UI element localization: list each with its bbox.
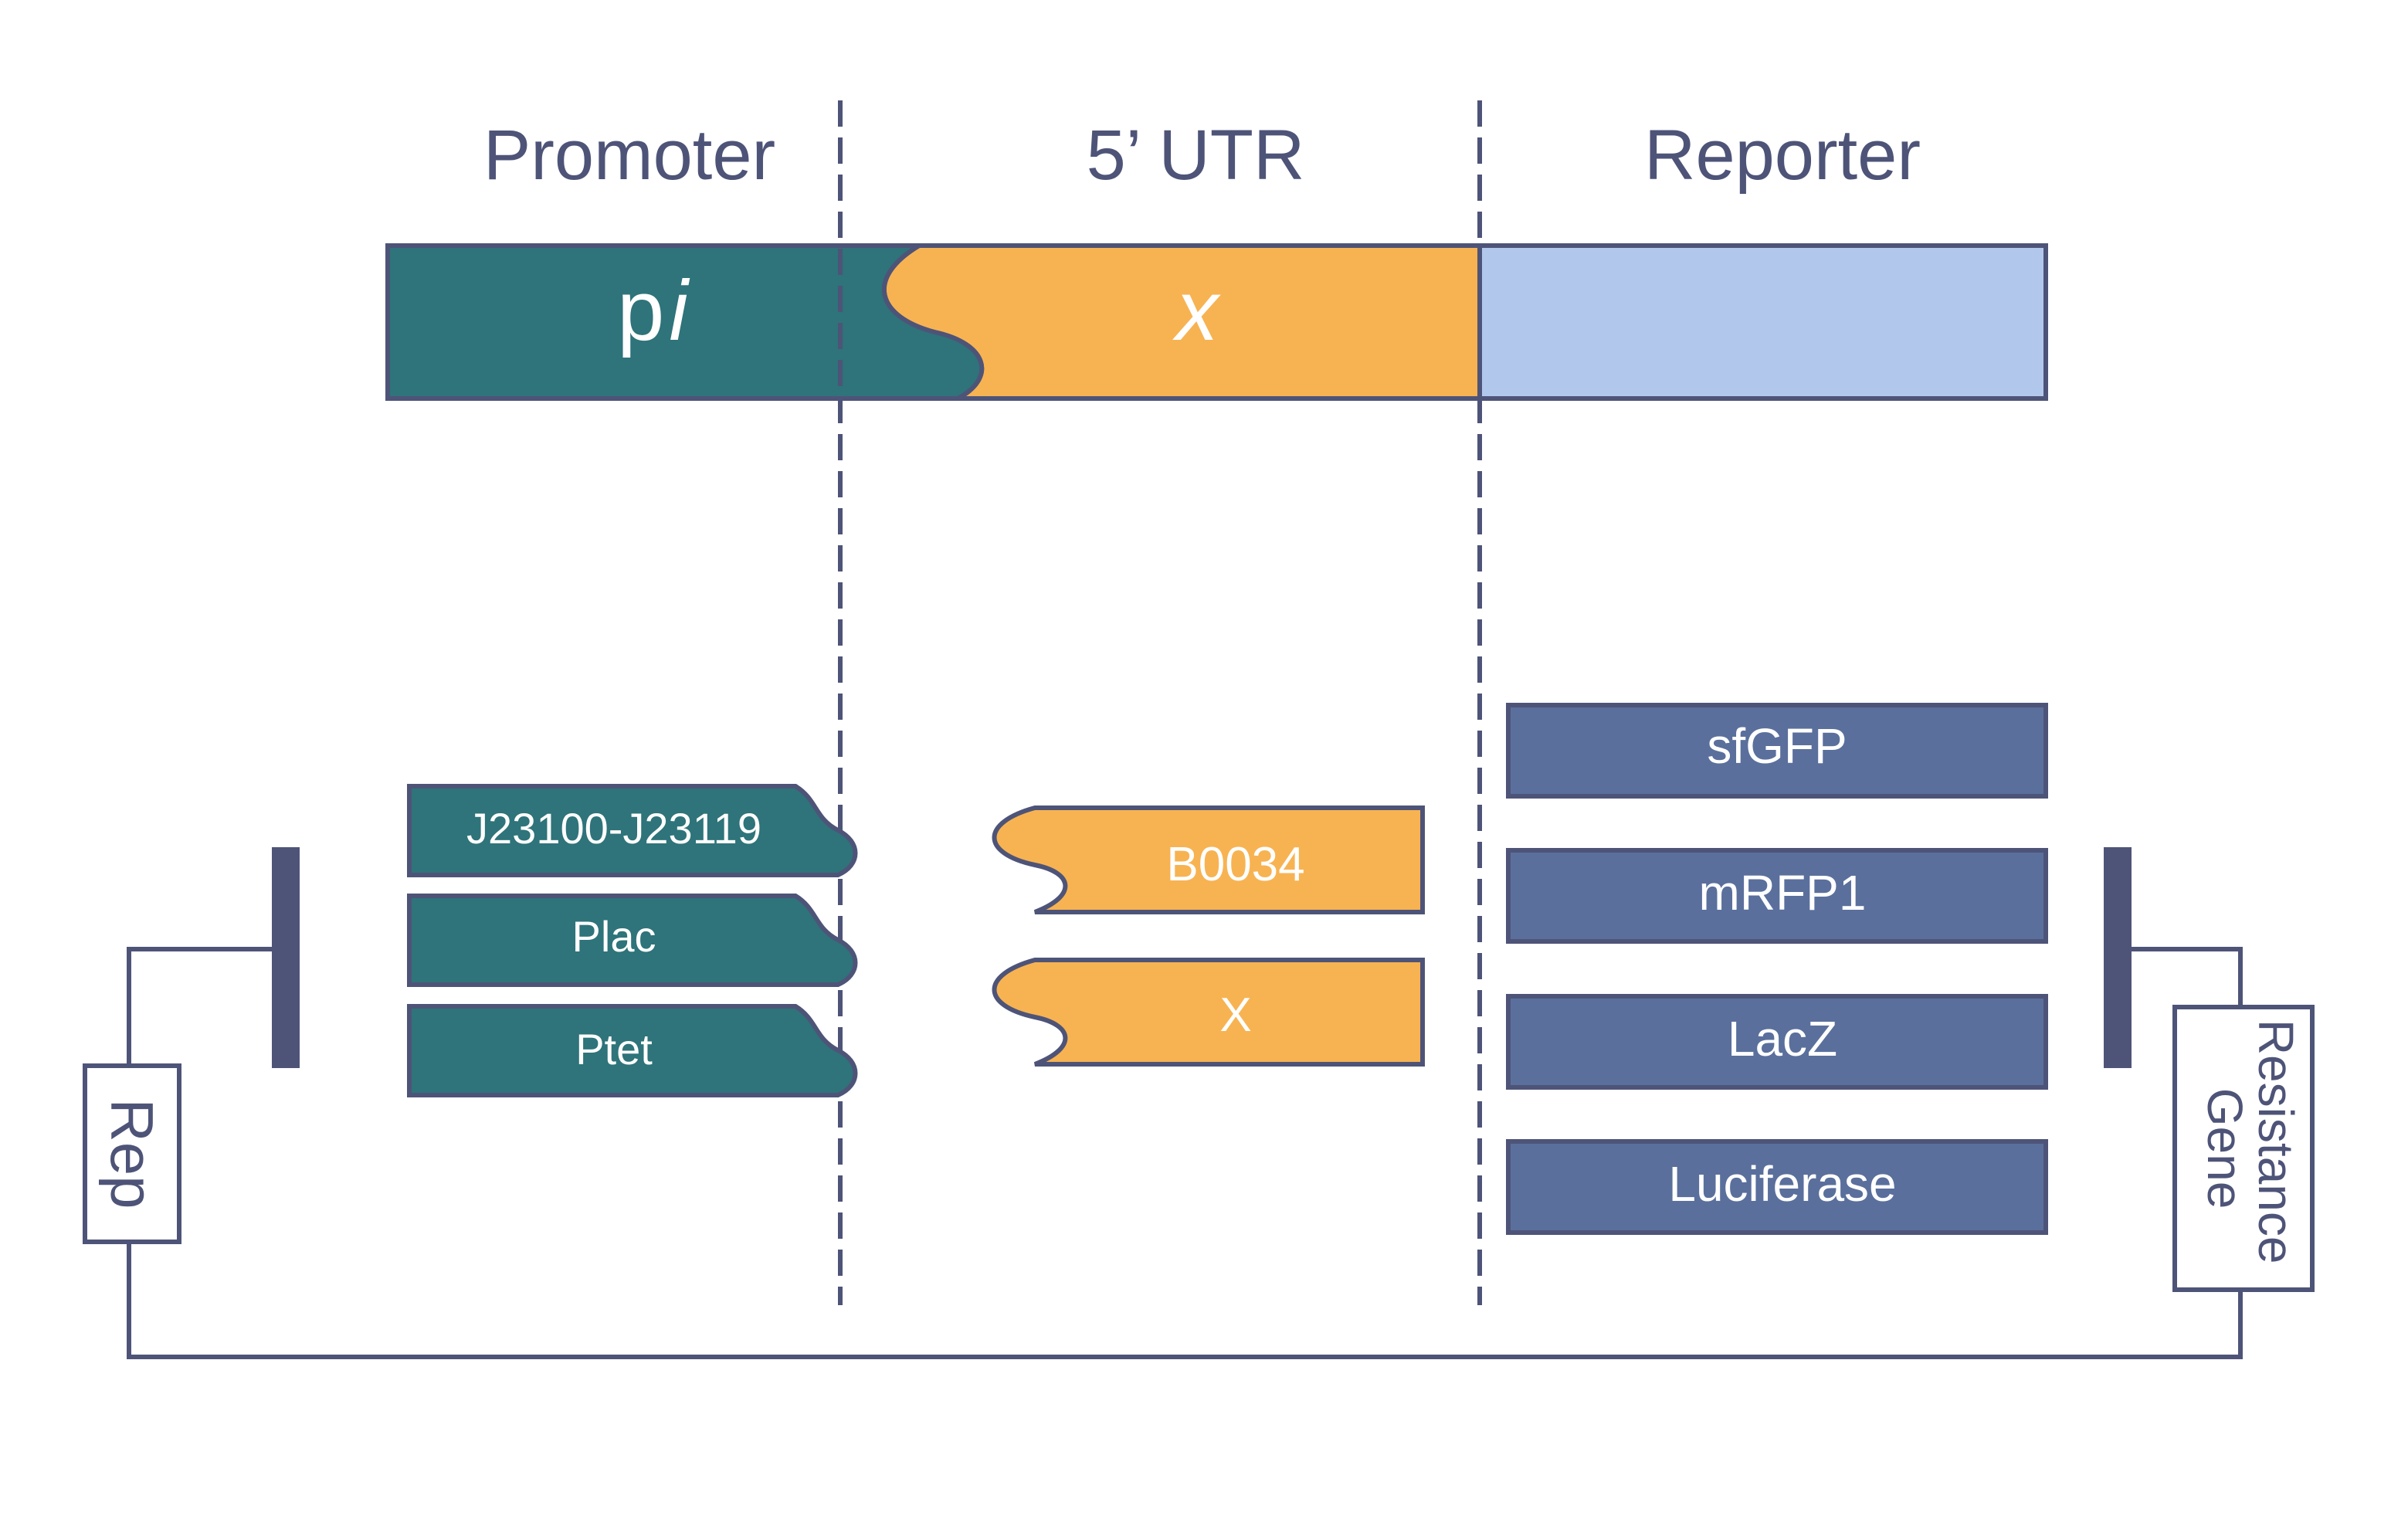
reporter-part-label: mRFP1 bbox=[1699, 865, 1867, 921]
construct-reporter-segment bbox=[1477, 243, 2048, 401]
header-promoter: Promoter bbox=[483, 116, 775, 195]
backbone-wire bbox=[127, 1242, 2243, 1359]
utr-part-label: X bbox=[1219, 989, 1251, 1042]
promoter-part-label: J23100-J23119 bbox=[466, 804, 761, 853]
construct-bar: pi x bbox=[385, 243, 2048, 401]
construct-promoter-label: pi bbox=[617, 263, 690, 358]
resistance-gene-label: Resistance Gene bbox=[2197, 1019, 2304, 1277]
utr-part: B0034 bbox=[992, 805, 1425, 914]
reporter-part-shape bbox=[1506, 1139, 2048, 1235]
promoter-part-shape bbox=[407, 894, 858, 987]
promoter-part-shape bbox=[407, 784, 858, 877]
reporter-part-shape bbox=[1506, 703, 2048, 799]
right-terminator-bar bbox=[2104, 847, 2132, 1068]
reporter-part-shape bbox=[1506, 994, 2048, 1090]
construct-promoter-segment bbox=[385, 243, 985, 401]
promoter-part: Plac bbox=[407, 894, 858, 987]
rep-box bbox=[83, 1063, 181, 1244]
header-5utr: 5’ UTR bbox=[1087, 116, 1305, 195]
reporter-part-label: LacZ bbox=[1728, 1011, 1837, 1067]
utr-part-shape bbox=[992, 805, 1425, 914]
utr-part-shape bbox=[992, 958, 1425, 1067]
rep-label: Rep bbox=[98, 1098, 166, 1209]
reporter-part-label: Luciferase bbox=[1668, 1156, 1896, 1212]
header-reporter: Reporter bbox=[1644, 116, 1921, 195]
reporter-part-label: sfGFP bbox=[1707, 718, 1847, 774]
reporter-part: LacZ bbox=[1506, 994, 2048, 1090]
utr-part-label: B0034 bbox=[1166, 838, 1304, 891]
reporter-part: sfGFP bbox=[1506, 703, 2048, 799]
promoter-part: Ptet bbox=[407, 1004, 858, 1097]
utr-part-list: B0034 X bbox=[992, 805, 1425, 1067]
promoter-part: J23100-J23119 bbox=[407, 784, 858, 877]
resistance-gene-box bbox=[2172, 1005, 2315, 1292]
reporter-part: mRFP1 bbox=[1506, 848, 2048, 944]
promoter-part-list: J23100-J23119 Plac Ptet bbox=[407, 784, 858, 1097]
reporter-part-list: sfGFP mRFP1 LacZ Luciferase bbox=[1506, 703, 2048, 1235]
reporter-part: Luciferase bbox=[1506, 1139, 2048, 1235]
promoter-part-label: Ptet bbox=[575, 1025, 653, 1073]
promoter-part-label: Plac bbox=[572, 912, 656, 961]
reporter-part-shape bbox=[1506, 848, 2048, 944]
plasmid-backbone: Rep Resistance Gene bbox=[83, 847, 2315, 1359]
construct-utr-label: x bbox=[1172, 263, 1222, 358]
utr-part: X bbox=[992, 958, 1425, 1067]
left-terminator-bar bbox=[272, 847, 300, 1068]
promoter-part-shape bbox=[407, 1004, 858, 1097]
backbone-wire bbox=[2118, 947, 2243, 1007]
backbone-wire bbox=[127, 947, 286, 1066]
